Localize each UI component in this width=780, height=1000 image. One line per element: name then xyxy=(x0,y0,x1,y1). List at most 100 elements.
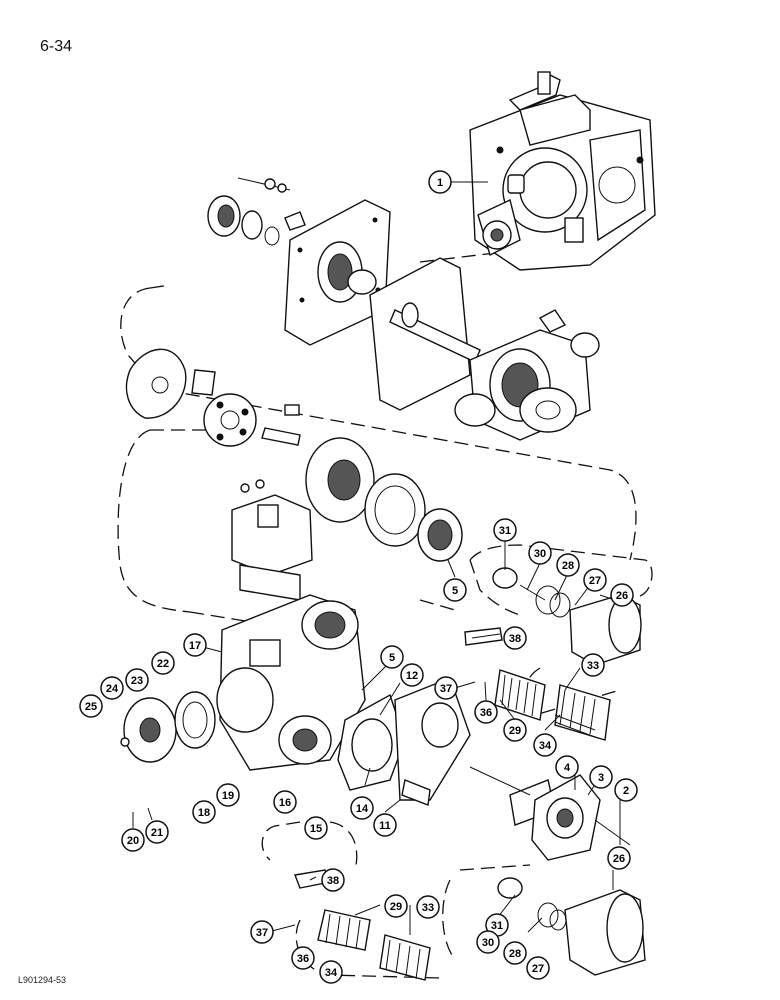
callout-number: 27 xyxy=(532,963,544,975)
callout-circle xyxy=(610,583,634,607)
callout-number: 16 xyxy=(279,797,291,809)
callout-number: 27 xyxy=(589,575,601,587)
callout-circle xyxy=(273,790,297,814)
callout-21: 21 xyxy=(145,820,169,844)
callout-25: 25 xyxy=(79,694,103,718)
callout-33: 33 xyxy=(416,895,440,919)
callout-number: 17 xyxy=(189,640,201,652)
callout-circle xyxy=(474,700,498,724)
callout-15: 15 xyxy=(304,816,328,840)
callout-number: 30 xyxy=(482,937,494,949)
callout-3: 3 xyxy=(589,765,613,789)
callout-11: 11 xyxy=(373,813,397,837)
callout-number: 33 xyxy=(422,902,434,914)
callout-circle xyxy=(319,960,343,984)
callout-26: 26 xyxy=(610,583,634,607)
callout-circle xyxy=(528,541,552,565)
callout-number: 28 xyxy=(509,948,521,960)
callout-circle xyxy=(416,895,440,919)
callout-circle xyxy=(192,800,216,824)
callout-2: 2 xyxy=(614,778,638,802)
callout-number: 33 xyxy=(587,660,599,672)
callout-circle xyxy=(121,828,145,852)
callout-circle xyxy=(555,755,579,779)
leader-lines xyxy=(132,181,621,935)
callout-number: 4 xyxy=(564,762,571,774)
callout-1: 1 xyxy=(428,170,452,194)
callout-circle xyxy=(183,633,207,657)
callout-28: 28 xyxy=(503,941,527,965)
callout-circle xyxy=(607,846,631,870)
callout-circle xyxy=(556,553,580,577)
callout-circle xyxy=(216,783,240,807)
callout-circle xyxy=(350,796,374,820)
callout-22: 22 xyxy=(151,651,175,675)
callout-number: 37 xyxy=(440,683,452,695)
callout-19: 19 xyxy=(216,783,240,807)
callout-circle xyxy=(493,518,517,542)
callout-circle xyxy=(428,170,452,194)
callout-number: 36 xyxy=(480,707,492,719)
callout-number: 37 xyxy=(256,927,268,939)
callout-circle xyxy=(373,813,397,837)
callout-number: 5 xyxy=(452,585,458,597)
callout-circle xyxy=(79,694,103,718)
callout-circle xyxy=(476,930,500,954)
callout-20: 20 xyxy=(121,828,145,852)
callout-circle xyxy=(145,820,169,844)
callout-24: 24 xyxy=(100,676,124,700)
callout-circle xyxy=(526,956,550,980)
callout-12: 12 xyxy=(400,663,424,687)
callout-circle xyxy=(380,645,404,669)
callout-28: 28 xyxy=(556,553,580,577)
callout-36: 36 xyxy=(291,946,315,970)
callout-circle xyxy=(125,668,149,692)
callout-37: 37 xyxy=(250,920,274,944)
callout-number: 18 xyxy=(198,807,210,819)
callout-38: 38 xyxy=(321,868,345,892)
callout-number: 36 xyxy=(297,953,309,965)
callout-number: 25 xyxy=(85,701,97,713)
callout-number: 26 xyxy=(613,853,625,865)
main-housing xyxy=(216,594,366,771)
charge-pump xyxy=(509,774,631,861)
control-valve-block xyxy=(231,479,313,601)
callout-18: 18 xyxy=(192,800,216,824)
callout-23: 23 xyxy=(125,668,149,692)
callout-circle xyxy=(443,578,467,602)
callout-14: 14 xyxy=(350,796,374,820)
callout-36: 36 xyxy=(474,700,498,724)
servo-cylinder-lower xyxy=(497,877,646,976)
page-number: 6-34 xyxy=(40,38,73,55)
callout-circle xyxy=(503,941,527,965)
callout-number: 22 xyxy=(157,658,169,670)
callout-31: 31 xyxy=(493,518,517,542)
callout-circle xyxy=(384,894,408,918)
callout-circle xyxy=(581,653,605,677)
callout-number: 26 xyxy=(616,590,628,602)
callout-number: 19 xyxy=(222,790,234,802)
callout-4: 4 xyxy=(555,755,579,779)
callout-circle xyxy=(151,651,175,675)
callout-29: 29 xyxy=(384,894,408,918)
callout-number: 14 xyxy=(356,803,369,815)
callout-number: 38 xyxy=(509,633,521,645)
callout-16: 16 xyxy=(273,790,297,814)
callout-circle xyxy=(503,718,527,742)
callout-17: 17 xyxy=(183,633,207,657)
callout-circle xyxy=(614,778,638,802)
swashplate-housing xyxy=(454,309,600,441)
springs-lower xyxy=(294,869,431,981)
pump-assembly xyxy=(469,71,656,271)
callout-27: 27 xyxy=(526,956,550,980)
group-outline-upper xyxy=(120,249,637,561)
callout-5: 5 xyxy=(443,578,467,602)
side-cover-seals xyxy=(120,691,216,763)
callout-labels: 1313028272653817222324255123733362934432… xyxy=(79,170,638,984)
callout-number: 2 xyxy=(623,785,629,797)
rotating-group xyxy=(125,348,463,562)
callout-number: 28 xyxy=(562,560,574,572)
callout-34: 34 xyxy=(319,960,343,984)
callout-number: 34 xyxy=(539,740,552,752)
